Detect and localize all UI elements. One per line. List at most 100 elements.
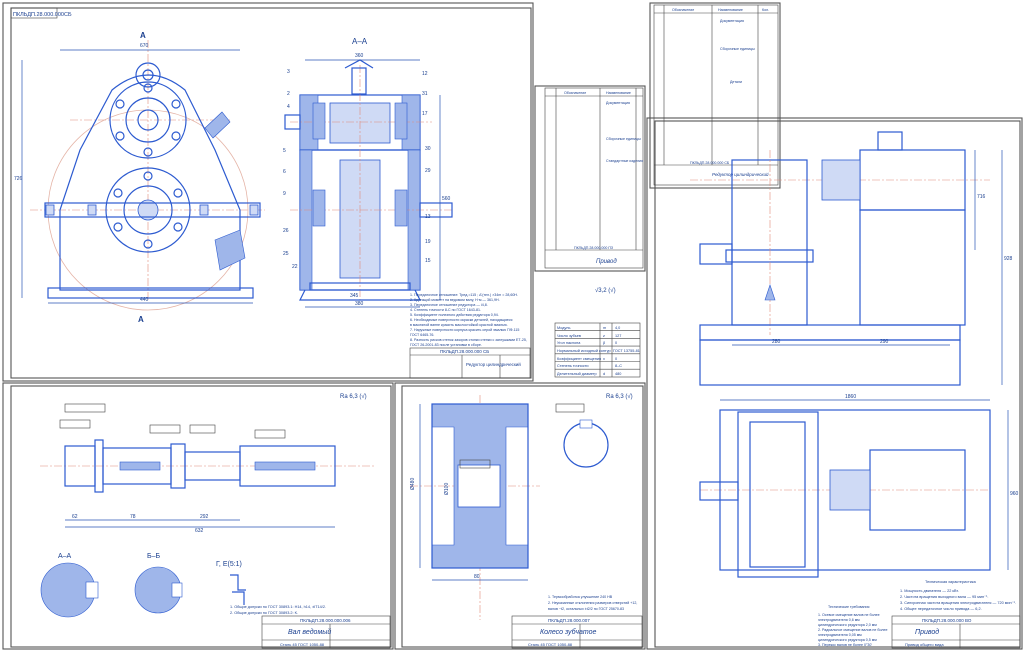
dim-drive-d2: 716 (977, 194, 986, 200)
drive-req-2: цилиндрического редуктора 2,0 мм (818, 623, 877, 627)
gear-title-block: ПКЛЬДП.28.000.007 Колесо зубчатое Сталь … (511, 615, 643, 649)
gear-notes: 1. Термообработка улучшение 240 НВ 2. Не… (548, 595, 637, 611)
drive-side-view: 280 290 928 716 (690, 131, 1013, 386)
reducer-title-block: ПКЛЬДП.28.000.000 СБ Редуктор цилиндриче… (409, 347, 531, 379)
shaft-drawing: Ra 6,3 (√) 62 78 292 632 (40, 393, 375, 534)
drive-req-4: электродвигателя 0,05 мм (818, 633, 862, 637)
drive-req-3: 2. Радиальное смещение валов не более (818, 628, 887, 632)
shaft-title: Вал ведомый (288, 628, 331, 636)
svg-text:17: 17 (422, 111, 428, 117)
drive-tech-specs: Техническая характеристика 1. Мощность д… (900, 580, 1016, 611)
shaft-title-block: ПКЛЬДП.28.000.000.006 Вал ведомый Сталь … (261, 615, 391, 649)
gt-r6-val: 480 (615, 372, 621, 376)
dim-shaft-seg2: 78 (130, 514, 136, 520)
gt-r1-name: Число зубьев (557, 334, 581, 338)
shaft-section-aa: А–А (40, 553, 99, 618)
dim-section-base: 380 (355, 301, 364, 307)
gear-wheel-roughness: √3,2 (√) (595, 287, 616, 294)
gt-r0-name: Модуль (557, 326, 570, 330)
dim-section-inner: 345 (350, 293, 359, 299)
spec-r-h-name: Наименование (718, 8, 743, 12)
spec-r-h-designation: Обозначение (672, 8, 694, 12)
gt-r5-name: Степень точности (557, 364, 589, 368)
drive-spec-1: 2. Частота вращения выходного вала — 95 … (900, 595, 988, 599)
spec-sheet-right: Обозначение Наименование Кол. Документац… (653, 4, 779, 186)
svg-text:31: 31 (422, 91, 428, 97)
svg-text:6: 6 (283, 169, 286, 175)
drive-spec-2: 3. Синхронная частота вращения электродв… (900, 601, 1016, 605)
gt-r4-name: Коэффициент смещения (557, 357, 601, 361)
gt-r1-val: 127 (615, 334, 621, 338)
cut-mark-a-top: А (140, 31, 146, 40)
svg-text:29: 29 (425, 168, 431, 174)
drive-spec-3: 4. Общее передаточное число привода — 6,… (900, 607, 982, 611)
spec-r-title: Редуктор цилиндрический (712, 171, 769, 177)
dim-reducer-height: 726 (14, 176, 23, 182)
reducer-code: ПКЛЬДП.28.000.000 СБ (440, 349, 489, 354)
gt-r4-val: 0 (615, 357, 617, 361)
spec-l-h-designation: Обозначение (564, 91, 586, 95)
drive-specs-title: Техническая характеристика (925, 580, 977, 584)
upper-hub-bolts (115, 83, 181, 157)
note-r-3: 4. Степень точности 8-С по ГОСТ 1643-81. (410, 308, 481, 312)
note-g-1: 2. Неуказанные отклонения размеров отвер… (548, 601, 637, 605)
section-aa-label: А–А (352, 37, 368, 46)
drive-top-dimensions: 1860 960 (720, 394, 1019, 570)
reducer-front-view: 670 726 440 А А (14, 31, 265, 324)
svg-text:22: 22 (292, 264, 298, 270)
gt-r0-sym: m (603, 326, 606, 330)
svg-text:3: 3 (287, 69, 290, 75)
spec-r-sec-asm: Сборочные единицы (720, 47, 755, 51)
dim-reducer-base: 440 (140, 297, 149, 303)
gt-r0-val: 4,0 (615, 326, 620, 330)
svg-text:9: 9 (283, 191, 286, 197)
shaft-view-g-label: Г, Е(5:1) (216, 561, 242, 568)
drive-code: ПКЛЬДП.28.000.000 ВО (922, 618, 972, 623)
dim-shaft-seg1: 292 (200, 514, 209, 520)
spec-l-code: ПКЛЬДП.28.000.000 ПЗ (574, 246, 613, 250)
gt-r2-val: 0 (615, 341, 617, 345)
note-r-10: ГОСТ 26-2001-83 после установки в сборе. (410, 343, 482, 347)
drive-material: Привод общего вида (905, 642, 944, 647)
spec-r-sec-parts: Детали (730, 80, 742, 84)
svg-text:15: 15 (425, 258, 431, 264)
note-r-8: ГОСТ 6465-76. (410, 333, 434, 337)
note-g-2: валов −t2, остальных ±t2/2 по ГОСТ 25670… (548, 607, 624, 611)
note-r-2: 3. Передаточное отношение редуктора — i4… (410, 303, 488, 307)
gear-drawing: Ra 6,3 (√) Ø480 Ø100 80 (410, 393, 633, 620)
lower-hub-bolts (113, 171, 183, 249)
section-dimensions: 360 560 380 345 (305, 53, 451, 308)
gt-r3-name: Нормальный исходный контур (557, 349, 611, 353)
svg-text:12: 12 (422, 71, 428, 77)
note-r-7: 7. Наружные поверхности корпуса красить … (410, 328, 519, 332)
shaft-material: Сталь 45 ГОСТ 1050-88 (280, 642, 325, 647)
drive-req-5: цилиндрического редуктора 0,5 мм (818, 638, 877, 642)
drive-tech-reqs: Технические требования 1. Осевое смещени… (818, 605, 887, 647)
dim-drive-d1: 290 (880, 339, 889, 345)
spec-r-h-qty: Кол. (762, 8, 769, 12)
drive-reqs-title: Технические требования (828, 605, 869, 609)
note-r-0: 1. Передаточное отношение: Тред.=115 ; Δ… (410, 293, 518, 297)
note-r-9: 8. Разность рисков стенок зазоров стопки… (410, 338, 527, 342)
dim-drive-w: 1860 (845, 394, 856, 400)
svg-text:19: 19 (425, 239, 431, 245)
sheet1-stamp: ПКЛЬДП.28.000.000СБ (13, 12, 72, 18)
gear-dimensions: Ø480 Ø100 80 (410, 404, 528, 581)
cut-mark-a-bottom: А (138, 315, 144, 324)
note-s-0: 1. Общие допуски по ГОСТ 30893.1: H14, h… (230, 605, 326, 609)
drive-req-6: 3. Перекос валов не более 0°30' (818, 643, 872, 647)
shaft-view-g: Г, Е(5:1) (216, 561, 246, 605)
gear-hub-section (555, 403, 609, 468)
spec-l-title: Привод (596, 259, 617, 265)
svg-text:26: 26 (283, 228, 289, 234)
svg-text:25: 25 (283, 251, 289, 257)
gt-r3-val: ГОСТ 13755-81 (613, 349, 640, 353)
dim-section-height: 560 (442, 196, 451, 202)
gt-r2-name: Угол наклона (557, 341, 581, 345)
spec-l-sec-std: Стандартные изделия (606, 159, 643, 163)
dim-gear-w: 80 (474, 574, 480, 580)
